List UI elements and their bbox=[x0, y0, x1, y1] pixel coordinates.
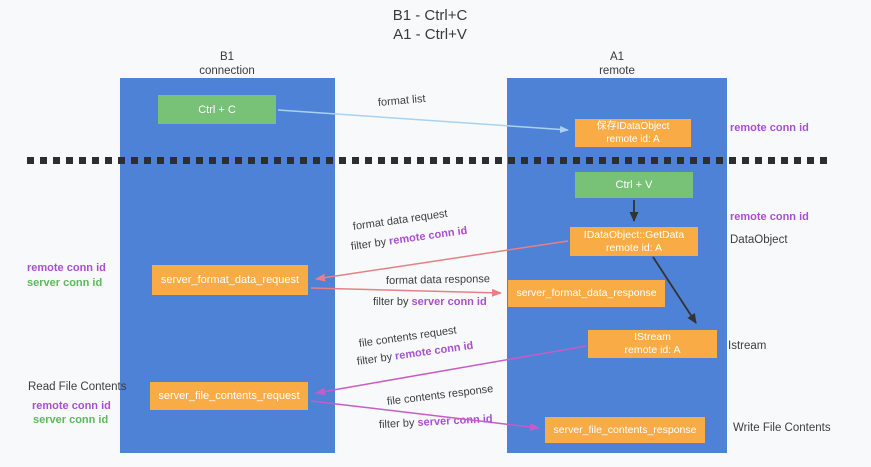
server-file-contents-response-label: server_file_contents_response bbox=[553, 423, 697, 436]
lifeline-a1-name: A1 bbox=[609, 51, 625, 63]
phase-separator-dashed-line bbox=[27, 157, 832, 164]
annotation-remote-conn-id-left-1: remote conn id bbox=[27, 262, 106, 274]
title-line-2: A1 - Ctrl+V bbox=[393, 26, 467, 43]
annotation-dataobject: DataObject bbox=[730, 234, 788, 246]
ctrl-c-box: Ctrl + C bbox=[158, 95, 276, 124]
lifeline-a1-role: remote bbox=[599, 65, 635, 77]
lifeline-header-a1: A1 remote bbox=[547, 50, 687, 78]
label-filter-server-1: filter by server conn id bbox=[373, 296, 487, 308]
annotation-server-conn-id-left-2: server conn id bbox=[33, 414, 109, 426]
filter-by-text-1: filter by bbox=[350, 235, 390, 253]
annotation-istream: Istream bbox=[728, 340, 767, 352]
arrow-format-data-response bbox=[310, 287, 502, 297]
getdata-line1: IDataObject::GetData bbox=[583, 228, 685, 241]
lifeline-header-b1: B1 connection bbox=[157, 50, 297, 78]
server-file-contents-request-box: server_file_contents_request bbox=[150, 382, 308, 410]
lifeline-b1-name: B1 bbox=[219, 51, 235, 63]
save-dataobject-line2: remote id: A bbox=[606, 134, 660, 145]
annotation-remote-conn-id-right-1: remote conn id bbox=[730, 122, 809, 134]
title-line-1: B1 - Ctrl+C bbox=[392, 7, 468, 24]
idataobject-getdata-box: IDataObject::GetData remote id: A bbox=[570, 227, 698, 256]
server-format-data-response-box: server_format_data_response bbox=[508, 280, 665, 307]
filter-by-text-3: filter by bbox=[356, 350, 396, 368]
istream-box: IStream remote id: A bbox=[588, 330, 717, 358]
annotation-remote-conn-id-left-2: remote conn id bbox=[32, 400, 111, 412]
istream-line1: IStream bbox=[634, 331, 671, 343]
ctrl-c-label: Ctrl + C bbox=[198, 103, 236, 116]
lifeline-b1-role: connection bbox=[199, 65, 255, 77]
server-file-contents-request-label: server_file_contents_request bbox=[158, 390, 300, 402]
label-format-list: format list bbox=[377, 92, 427, 109]
getdata-line2: remote id: A bbox=[605, 241, 663, 254]
server-file-contents-response-box: server_file_contents_response bbox=[545, 417, 705, 443]
filter-by-text-2: filter by bbox=[373, 296, 412, 308]
annotation-remote-conn-id-right-2: remote conn id bbox=[730, 211, 809, 223]
filter-server-conn-id-1: server conn id bbox=[411, 296, 487, 308]
label-filter-server-2: filter by server conn id bbox=[379, 413, 493, 431]
annotation-write-file-contents: Write File Contents bbox=[733, 422, 831, 434]
label-file-contents-response: file contents response bbox=[386, 383, 494, 408]
save-dataobject-box: 保存IDataObject remote id: A bbox=[575, 119, 691, 147]
ctrl-v-label: Ctrl + V bbox=[615, 179, 653, 191]
ctrl-v-box: Ctrl + V bbox=[575, 172, 693, 198]
filter-server-conn-id-2: server conn id bbox=[417, 413, 493, 429]
diagram-title: B1 - Ctrl+C A1 - Ctrl+V bbox=[330, 6, 530, 44]
server-format-data-request-box: server_format_data_request bbox=[152, 265, 308, 295]
annotation-server-conn-id-left-1: server conn id bbox=[27, 277, 103, 289]
istream-line2: remote id: A bbox=[624, 344, 681, 356]
annotation-read-file-contents: Read File Contents bbox=[28, 381, 127, 393]
save-dataobject-line1: 保存IDataObject bbox=[596, 121, 670, 132]
label-format-data-response: format data response bbox=[385, 273, 491, 287]
server-format-data-response-label: server_format_data_response bbox=[516, 287, 657, 299]
filter-by-text-4: filter by bbox=[378, 416, 418, 431]
filter-remote-conn-id-1: remote conn id bbox=[388, 224, 469, 248]
server-format-data-request-label: server_format_data_request bbox=[160, 274, 300, 286]
